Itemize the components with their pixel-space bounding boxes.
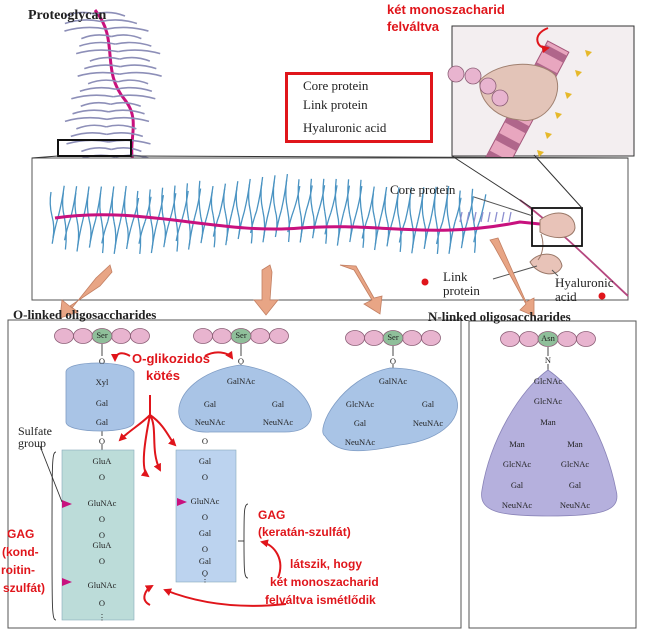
neunac-residue: NeuNAc [262,417,294,427]
repeat-note-line2: két monoszacharid [270,575,379,589]
man-residue: Man [540,417,556,427]
proteoglycan-title: Proteoglycan [28,8,107,23]
galnac-blob-1 [178,364,312,433]
glcnac-residue: GlcNAc [533,396,563,406]
man-residue: Man [567,439,583,449]
n-linked-title: N-linked oligosaccharides [428,309,571,324]
o-bond: O [98,356,106,366]
ser-residue: Ser [96,330,108,340]
chondroitin-residue: GluA [92,540,112,550]
galnac-residue: GalNAc [378,376,408,386]
o-bond: O [98,436,106,446]
keratan-residue: Gal [198,456,212,466]
gal-residue: Gal [353,418,367,428]
legend-link-protein: Link protein [303,97,368,112]
neunac-residue: NeuNAc [412,418,444,428]
gag-left-line3: roitin- [1,563,35,577]
gal-residue: Gal [510,480,524,490]
link-label: Link [443,269,468,284]
chondroitin-residue: O [98,472,106,482]
xyl-blob [65,362,135,432]
hyaluronic-label: Hyaluronic [555,275,614,290]
n-bond: N [544,355,552,365]
glcnac-residue: GlcNAc [533,376,563,386]
sulfate-triangle-icon [62,498,187,586]
core-protein-panel [31,154,629,301]
ser-residue: Ser [387,332,399,342]
arrow-icon [59,237,535,319]
keratan-residue: Gal [198,556,212,566]
gag-left-line1: GAG [7,527,35,541]
red-annotation-arrows [111,27,550,607]
galnac-blob-2 [322,367,458,452]
o-bond: O [389,356,397,366]
keratan-residue: Gal [198,528,212,538]
keratan-residue: O [201,512,209,522]
chondroitin-residue: GluA [92,456,112,466]
gag-right-line2: (keratán-szulfát) [258,525,351,539]
two-monosaccharides-note-line2: felváltva [387,19,440,34]
o-linked-title: O-linked oligosaccharides [13,307,157,322]
repeat-note-line3: felváltva ismétlődik [265,593,376,607]
sulfate-label-line1: Sulfate [18,424,52,438]
repeat-note-line1: látszik, hogy [290,557,363,571]
neunac-residue: NeuNAc [194,417,226,427]
keratan-residue: O [201,544,209,554]
acid-label: acid [555,289,577,304]
o-bond: O [201,436,209,446]
xyl-residue: Xyl [95,377,109,387]
gal-residue: Gal [421,399,435,409]
legend-box [285,72,433,143]
gag-left-line2: (kond- [2,545,39,559]
protein-label: protein [443,283,480,298]
proteoglycan-overview [57,9,163,176]
asn-residue: Asn [541,333,555,343]
chondroitin-residue: O [98,514,106,524]
chondroitin-residue: GluNAc [87,580,117,590]
chondroitin-residue: O [98,556,106,566]
keratan-residue: O [201,472,209,482]
glcnac-residue: GlcNAc [345,399,375,409]
gal-residue: Gal [203,399,217,409]
zoom-inset [447,25,635,177]
sulfate-label-line2: group [18,436,46,450]
o-glycosidic-label-line1: O-glikozidos [132,351,210,366]
chondroitin-gag-rect [61,449,135,621]
o-linked-frame [7,319,462,629]
neunac-residue: NeuNAc [559,500,591,510]
chondroitin-residue: O [98,530,106,540]
keratan-residue: O [201,568,209,578]
glcnac-residue: GlcNAc [560,459,590,469]
chondroitin-residue: ⋮ [97,612,107,622]
glcnac-residue: GlcNAc [502,459,532,469]
gag-left-line4: szulfát) [3,581,45,595]
chondroitin-residue: GluNAc [87,498,117,508]
gal-residue: Gal [271,399,285,409]
legend-core-protein: Core protein [303,78,369,93]
keratan-residue: GluNAc [190,496,220,506]
two-monosaccharides-note-line1: két monoszacharid [387,2,505,17]
n-linked-frame [468,320,637,629]
legend-hyaluronic-acid: Hyaluronic acid [303,120,387,135]
gal-residue: Gal [95,417,109,427]
o-glycosidic-label-line2: kötés [146,368,180,383]
neunac-residue: NeuNAc [344,437,376,447]
core-protein-label: Core protein [390,182,456,197]
keratan-gag-rect [175,449,237,583]
neunac-residue: NeuNAc [501,500,533,510]
gal-residue: Gal [95,398,109,408]
man-residue: Man [509,439,525,449]
ser-residue: Ser [235,330,247,340]
gag-right-line1: GAG [258,508,286,522]
keratan-residue: ⋮ [200,574,210,584]
galnac-residue: GalNAc [226,376,256,386]
n-linked-blob [481,369,618,517]
o-bond: O [237,356,245,366]
chondroitin-residue: O [98,598,106,608]
gal-residue: Gal [568,480,582,490]
